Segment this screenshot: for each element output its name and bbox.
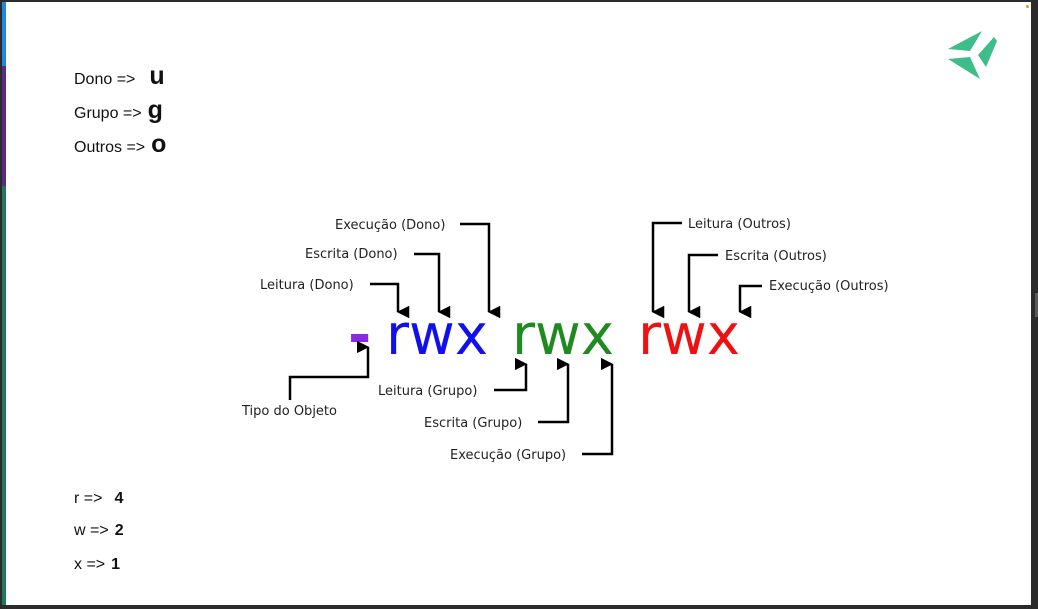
legend-read-value: 4 — [114, 490, 124, 507]
group-perms: rwx — [512, 303, 614, 368]
label-group-read: Leitura (Grupo) — [378, 384, 477, 399]
arrow-object-type — [288, 340, 370, 400]
legend-owner: Dono => u — [74, 62, 165, 91]
legend-read: r => 4 — [74, 490, 123, 508]
label-others-write: Escrita (Outros) — [725, 249, 827, 264]
label-group-write: Escrita (Grupo) — [424, 416, 522, 431]
label-group-exec: Execução (Grupo) — [450, 448, 566, 463]
legend-owner-label: Dono => — [74, 71, 136, 88]
others-perms: rwx — [638, 303, 740, 368]
arrow-owner-write — [414, 252, 451, 319]
legend-write: w => 2 — [74, 522, 124, 540]
label-others-read: Leitura (Outros) — [688, 217, 791, 232]
arrow-group-exec — [582, 357, 614, 456]
legend-others: Outros => o — [74, 130, 166, 159]
edge-handle[interactable] — [1035, 293, 1038, 317]
label-object-type: Tipo do Objeto — [241, 404, 337, 419]
label-others-exec: Execução (Outros) — [769, 279, 889, 294]
label-owner-exec: Execução (Dono) — [335, 218, 445, 233]
legend-exec-label: x => — [74, 556, 106, 573]
paper-plane-logo-icon — [948, 31, 997, 79]
owner-perms: rwx — [386, 303, 488, 368]
arrow-owner-read — [370, 282, 410, 319]
corner-indicator — [1026, 5, 1029, 8]
arrow-group-write — [538, 357, 570, 424]
legend-group: Grupo => g — [74, 96, 163, 125]
legend-write-label: w => — [74, 522, 109, 539]
legend-group-label: Grupo => — [74, 105, 142, 122]
arrow-owner-exec — [460, 222, 501, 319]
legend-read-label: r => — [74, 490, 103, 507]
logo-lower-wing — [948, 57, 980, 79]
legend-owner-key: u — [149, 62, 165, 90]
legend-others-label: Outros => — [74, 139, 146, 156]
accent-strip — [2, 2, 6, 605]
arrow-others-write — [687, 253, 718, 319]
logo-upper-wing — [948, 31, 982, 51]
arrow-others-exec — [738, 284, 762, 319]
legend-exec-value: 1 — [111, 556, 121, 573]
label-owner-read: Leitura (Dono) — [260, 278, 354, 293]
label-owner-write: Escrita (Dono) — [305, 247, 398, 262]
legend-exec: x => 1 — [74, 556, 120, 574]
legend-others-key: o — [151, 130, 167, 158]
legend-write-value: 2 — [114, 522, 124, 539]
window-edge — [1031, 2, 1038, 607]
logo-tail — [978, 37, 997, 67]
legend-group-key: g — [147, 96, 163, 124]
arrow-group-read — [494, 357, 528, 392]
arrow-others-read — [651, 221, 682, 319]
